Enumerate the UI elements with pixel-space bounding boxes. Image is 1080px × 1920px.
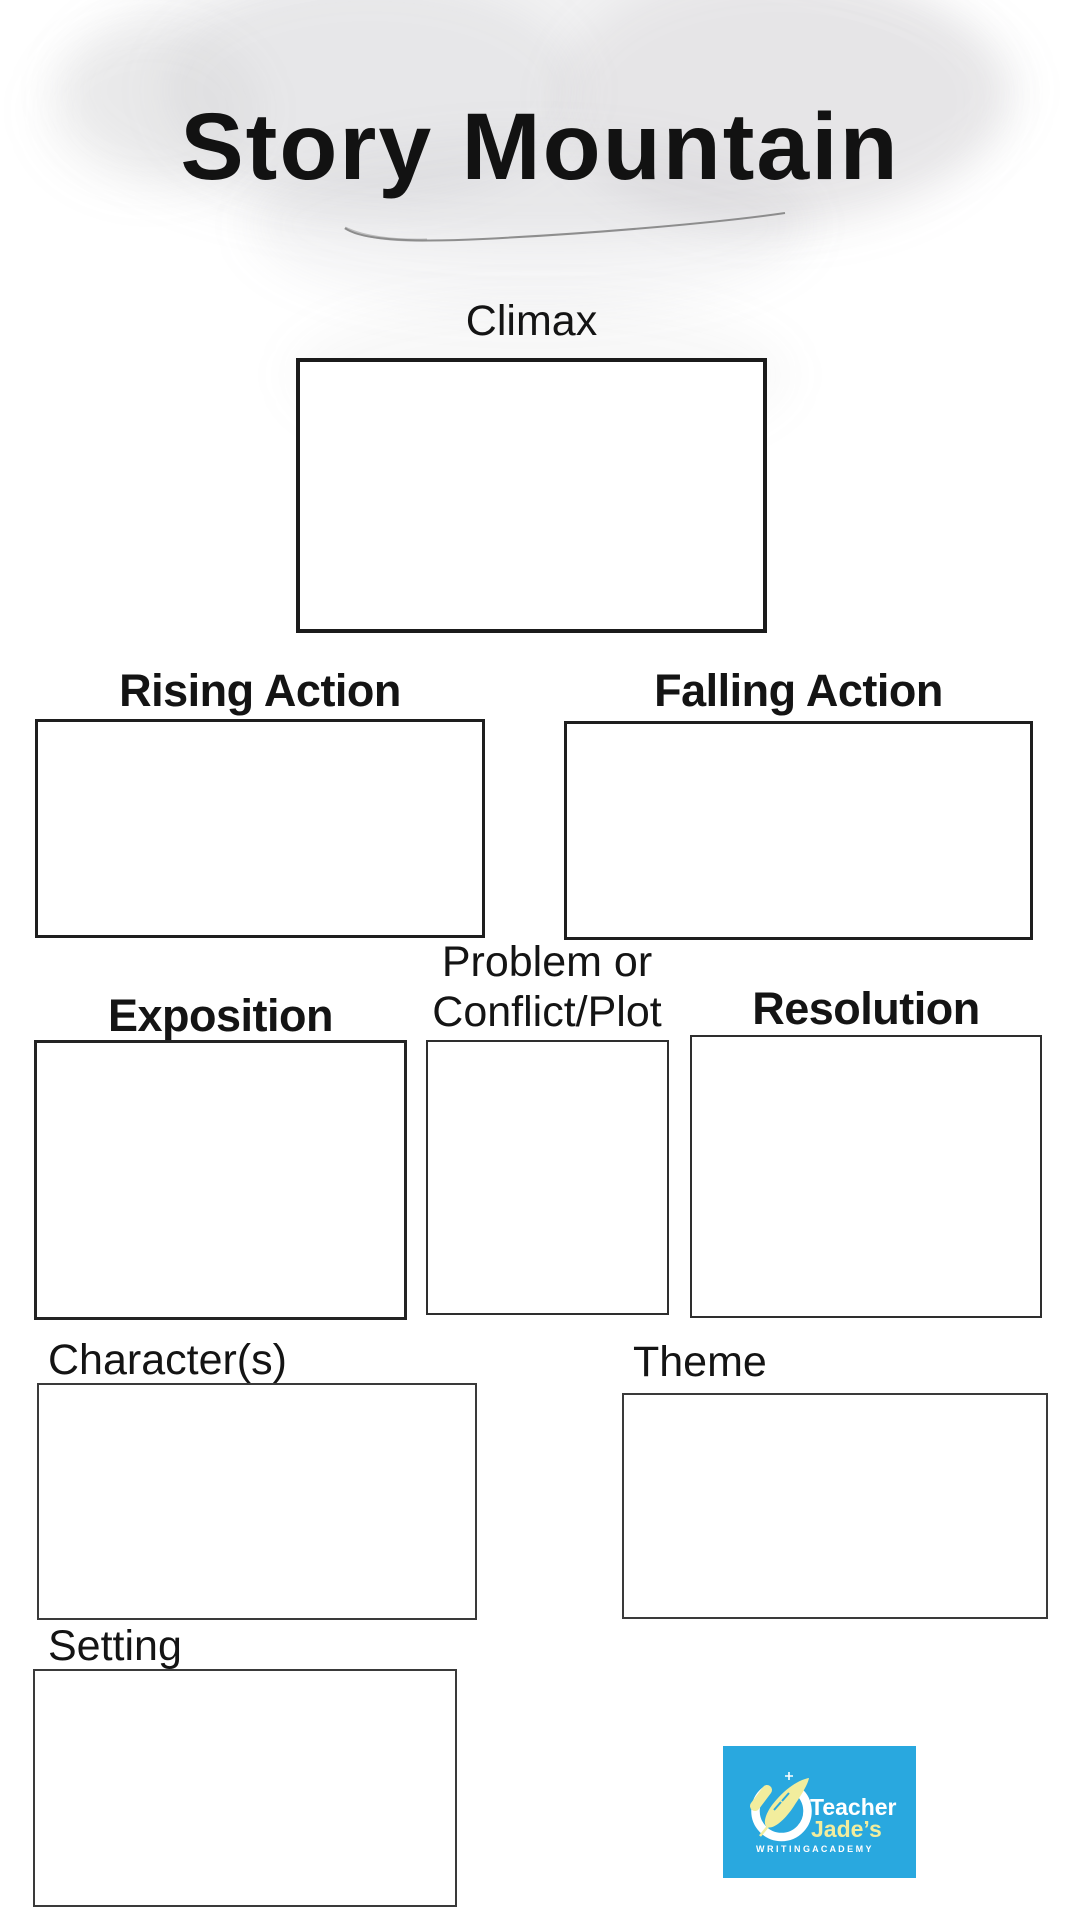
sparkle-icon: [785, 1772, 793, 1780]
falling-action-label: Falling Action: [654, 665, 943, 716]
logo-name-line1: Teacher: [810, 1794, 897, 1820]
logo-name-line2: Jade’s: [811, 1816, 882, 1842]
rising-action-box[interactable]: [35, 719, 485, 938]
teacher-jades-logo: Teacher Jade’s W R I T I N G A C A D E M…: [723, 1746, 916, 1878]
problem-conflict-box[interactable]: [426, 1040, 669, 1315]
theme-label: Theme: [633, 1338, 767, 1386]
rising-action-label: Rising Action: [119, 665, 401, 716]
resolution-label: Resolution: [752, 983, 980, 1034]
logo-graphic: Teacher Jade’s W R I T I N G A C A D E M…: [723, 1746, 916, 1878]
climax-label: Climax: [465, 297, 598, 345]
setting-label: Setting: [48, 1622, 182, 1670]
page-title: Story Mountain: [180, 94, 900, 200]
logo-tagline: W R I T I N G A C A D E M Y: [756, 1844, 872, 1854]
problem-label-line2: Conflict/Plot: [432, 988, 662, 1036]
theme-box[interactable]: [622, 1393, 1048, 1619]
problem-label-line1: Problem or: [441, 938, 653, 986]
setting-box[interactable]: [33, 1669, 457, 1907]
characters-label: Character(s): [48, 1336, 287, 1384]
feather-notches: [773, 1792, 790, 1811]
exposition-box[interactable]: [34, 1040, 407, 1320]
characters-box[interactable]: [37, 1383, 477, 1620]
climax-box[interactable]: [296, 358, 767, 633]
falling-action-box[interactable]: [564, 721, 1033, 940]
pencil-segment-icon: [750, 1785, 772, 1811]
underline-swoosh: [344, 212, 786, 242]
quill-feather-icon: [764, 1778, 809, 1828]
resolution-box[interactable]: [690, 1035, 1042, 1318]
exposition-label: Exposition: [107, 990, 334, 1041]
